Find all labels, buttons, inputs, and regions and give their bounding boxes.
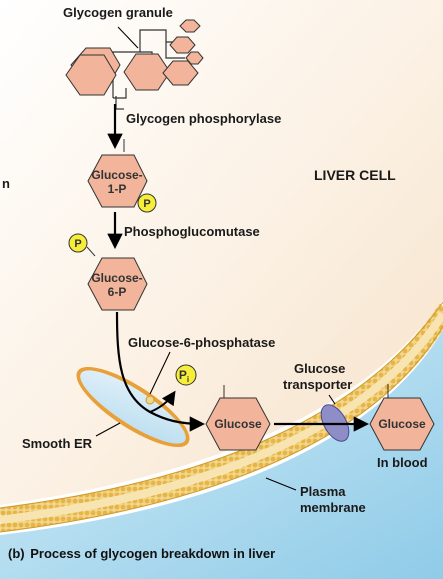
label-glycogen-phosphorylase: Glycogen phosphorylase <box>126 111 281 126</box>
caption-text: Process of glycogen breakdown in liver <box>30 546 276 561</box>
inorganic-phosphate: Pi <box>175 364 197 386</box>
pi-sub: i <box>187 375 189 384</box>
plasma-membrane <box>0 301 443 533</box>
smooth-er <box>76 366 190 448</box>
label-plasma-membrane-1: Plasma <box>300 484 346 499</box>
g1p-line2: 1-P <box>108 182 127 196</box>
label-phosphoglucomutase: Phosphoglucomutase <box>124 224 260 239</box>
glucose-blood-label: Glucose <box>378 417 426 431</box>
phosphate-label: P <box>143 198 150 210</box>
phosphate-g6p: P <box>68 233 96 257</box>
g1p-line1: Glucose- <box>91 168 142 182</box>
label-glucose-transporter-1: Glucose <box>294 361 345 376</box>
g6p-line1: Glucose- <box>91 271 142 285</box>
figure-caption: (b) Process of glycogen breakdown in liv… <box>8 546 275 561</box>
phosphate-g1p: P <box>137 193 157 213</box>
label-in-blood: In blood <box>377 455 428 470</box>
label-glucose-transporter-2: transporter <box>283 377 352 392</box>
label-glycogen-granule: Glycogen granule <box>63 5 173 20</box>
glucose-1-p: Glucose- 1-P <box>87 139 148 208</box>
arrow-g6p-to-glucose <box>115 311 206 432</box>
label-smooth-er: Smooth ER <box>22 436 93 451</box>
label-liver-cell: LIVER CELL <box>314 167 396 183</box>
arrow-release-pi <box>149 390 176 413</box>
pi-main: P <box>179 368 187 382</box>
g6p-line2: 6-P <box>108 285 127 299</box>
caption-letter: (b) <box>8 546 25 561</box>
phosphate-label: P <box>74 238 81 250</box>
blood-region <box>0 330 443 579</box>
glucose-in-cell: Glucose <box>205 385 271 451</box>
svg-text:Pi: Pi <box>179 368 189 384</box>
glucose-cell-label: Glucose <box>214 417 262 431</box>
glycogen-granule <box>65 19 204 99</box>
label-glucose-6-phosphatase: Glucose-6-phosphatase <box>128 335 275 350</box>
label-plasma-membrane-2: membrane <box>300 500 366 515</box>
glucose-6-p: Glucose- 6-P <box>87 257 148 311</box>
label-left-fragment: n <box>2 176 10 191</box>
glucose-in-blood: Glucose <box>369 384 435 451</box>
